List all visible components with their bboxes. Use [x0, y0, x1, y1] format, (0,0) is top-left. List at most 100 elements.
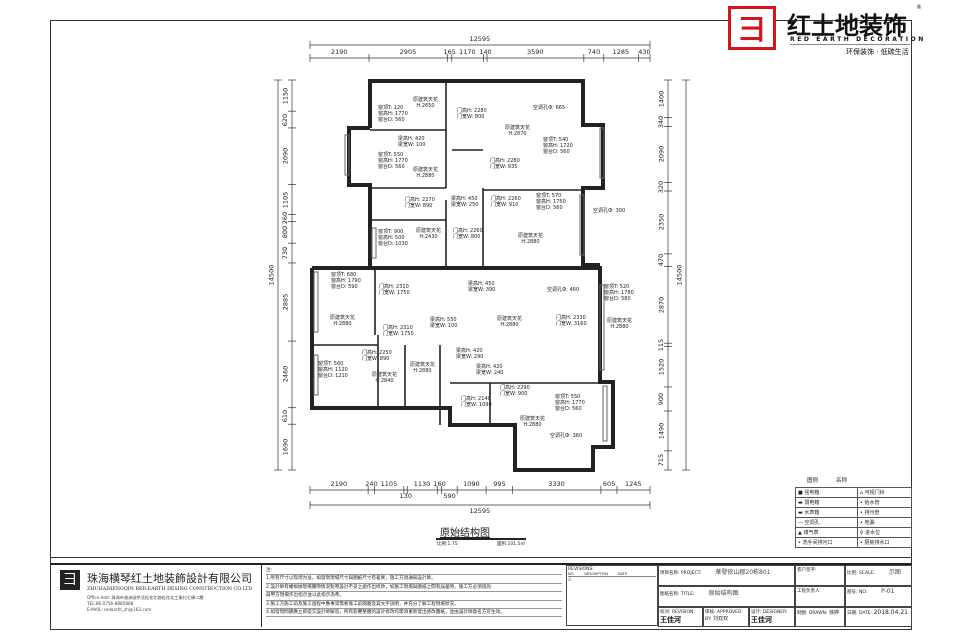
label-line: 窗高H: 500: [378, 235, 405, 241]
dimension-value: 340: [657, 115, 666, 129]
approved-value: 刘双双: [712, 616, 728, 622]
label-line: 空调孔Ф: 300: [593, 208, 626, 214]
label-line: 门高H: 2280: [490, 158, 520, 164]
label-line: 空调孔Ф: 360: [550, 433, 583, 439]
logo-name-en: RED EARTH DECORATION: [790, 36, 926, 43]
legend-item: • 厨房排水口: [856, 537, 913, 548]
logo-mark: 彐: [728, 6, 776, 50]
legend-label: 进水位: [865, 530, 881, 536]
dimension-value: 165: [443, 48, 456, 56]
dimension-value: 2885: [280, 293, 289, 311]
rev-no-header: NO.: [568, 572, 575, 576]
legend-label: 洗手间排污口: [802, 540, 833, 546]
dimension-value: 1520: [656, 358, 665, 375]
dimension-value: 715: [657, 454, 666, 467]
company-name-en: ZHUHAIHENGQIN RED.EARTH DESING CONSTRUCT…: [87, 587, 253, 592]
dimension-value: 1490: [656, 422, 665, 440]
label-line: 门高H: 2330: [556, 315, 586, 321]
legend-symbol-icon: ⌂: [859, 490, 865, 496]
label-line: 窗台D: 560: [378, 117, 405, 123]
label-line: 门宽W: 900: [500, 391, 528, 397]
dimension-value: 1170: [459, 48, 476, 56]
note: 3.施工方施工前及施工過程中應事常需要施工前閱圖及其文字說明，并充分了解工程現場…: [266, 601, 562, 610]
label-line: 原建筑天花: [372, 372, 398, 378]
revision-signature: 王佳河: [660, 615, 681, 624]
label-line: 梁高H: 420: [456, 348, 483, 354]
label-line: 门宽W: 910: [491, 202, 519, 208]
label-line: 门宽W: 1090: [461, 402, 492, 408]
label-line: 窗台D: 580: [604, 296, 631, 302]
label-line: 门高H: 2140: [461, 396, 491, 402]
note: 4.如發現問題應立即提交設計師解答，所有影響整體的設計修改均需須重新發出修改圖紙…: [266, 609, 562, 618]
legend-item: ■ 强电箱: [795, 487, 858, 498]
label-line: 原建筑天花: [410, 362, 436, 368]
legend-symbol-icon: ▬: [798, 500, 805, 506]
label-line: 梁宽W: 250: [451, 202, 479, 208]
legend-symbol-icon: •: [859, 540, 865, 546]
label-line: 门宽W: 800: [457, 114, 485, 120]
label-line: 梁宽W: 100: [398, 142, 426, 148]
legend-label: 空调孔: [804, 520, 820, 526]
label-line: 窗台D: 560: [555, 406, 582, 412]
dimension-value: 160: [433, 480, 446, 488]
label-line: 梁高H: 450: [451, 196, 478, 202]
revision-mark: △: [568, 577, 572, 582]
legend-symbol-icon: —: [798, 520, 805, 526]
legend-label: 强电箱: [804, 490, 820, 496]
scale-value: 示图: [888, 569, 901, 576]
label-line: H:2880: [523, 422, 542, 428]
date-cell: 日期: DATE: 2018.04.21: [845, 607, 912, 627]
label-line: 原建筑天花: [520, 416, 546, 422]
label-line: 门宽W: 800: [453, 234, 481, 240]
label-line: 窗高H: 1770: [378, 158, 408, 164]
label-line: 窗顶T: 900: [378, 229, 404, 235]
dimension-value: 140: [479, 48, 492, 56]
legend-symbol-icon: •: [859, 520, 865, 526]
label-line: 窗高H: 1770: [378, 111, 408, 117]
label-line: 窗高H: 1790: [331, 278, 361, 284]
dimension-value: 1105: [380, 480, 398, 488]
legend-item: • 洗手间排污口: [795, 537, 858, 548]
label-line: H:2870: [508, 131, 527, 137]
label-line: 门宽W: 935: [490, 164, 518, 170]
legend-item: ▬ 水表箱: [795, 507, 858, 518]
label-line: 窗高H: 1720: [543, 143, 573, 149]
label-line: 窗顶T: 540: [543, 137, 569, 143]
dimension-value: 900: [657, 392, 666, 406]
rev-desc-header: DESCRIPTION: [584, 572, 609, 576]
label-line: H:2840: [375, 378, 394, 384]
drawing-area: 面积:101.5㎡: [497, 542, 525, 547]
legend-row: ▲ 煤气表♀ 进水位: [795, 527, 913, 538]
label-line: 门高H: 2270: [405, 197, 435, 203]
legend-label: 地漏: [864, 520, 875, 526]
label-line: 窗高H: 1780: [604, 290, 634, 296]
dimension-value: 115: [657, 338, 666, 351]
note: 2.設計師有權根據現場實際情況對原設計不妥之處作出修改，如施工現場與圖紙之間有誤…: [266, 584, 562, 593]
legend-item: • 给水管: [856, 497, 913, 508]
legend-symbol-icon: ■: [798, 490, 805, 496]
project-label: 项目名称: PROJECT:: [660, 571, 702, 576]
client-label: 客户签字:: [797, 568, 817, 573]
legend-symbol-icon: ♀: [859, 530, 866, 536]
drawn-label: 制图: DRAWN:: [797, 611, 828, 616]
logo-name-cn: 红土地装饰: [787, 12, 907, 40]
label-line: 窗顶T: 550: [378, 152, 404, 158]
dimension-value: 995: [493, 480, 506, 488]
drawing-name-cell: 图纸名称: TITLE:原始结构图: [658, 586, 795, 607]
legend-item: ⌂ 可视门铃: [856, 487, 913, 498]
company-email: E-MAIL: redearth_zh@163.com: [87, 607, 152, 612]
dimension-value: 12595: [469, 507, 491, 515]
